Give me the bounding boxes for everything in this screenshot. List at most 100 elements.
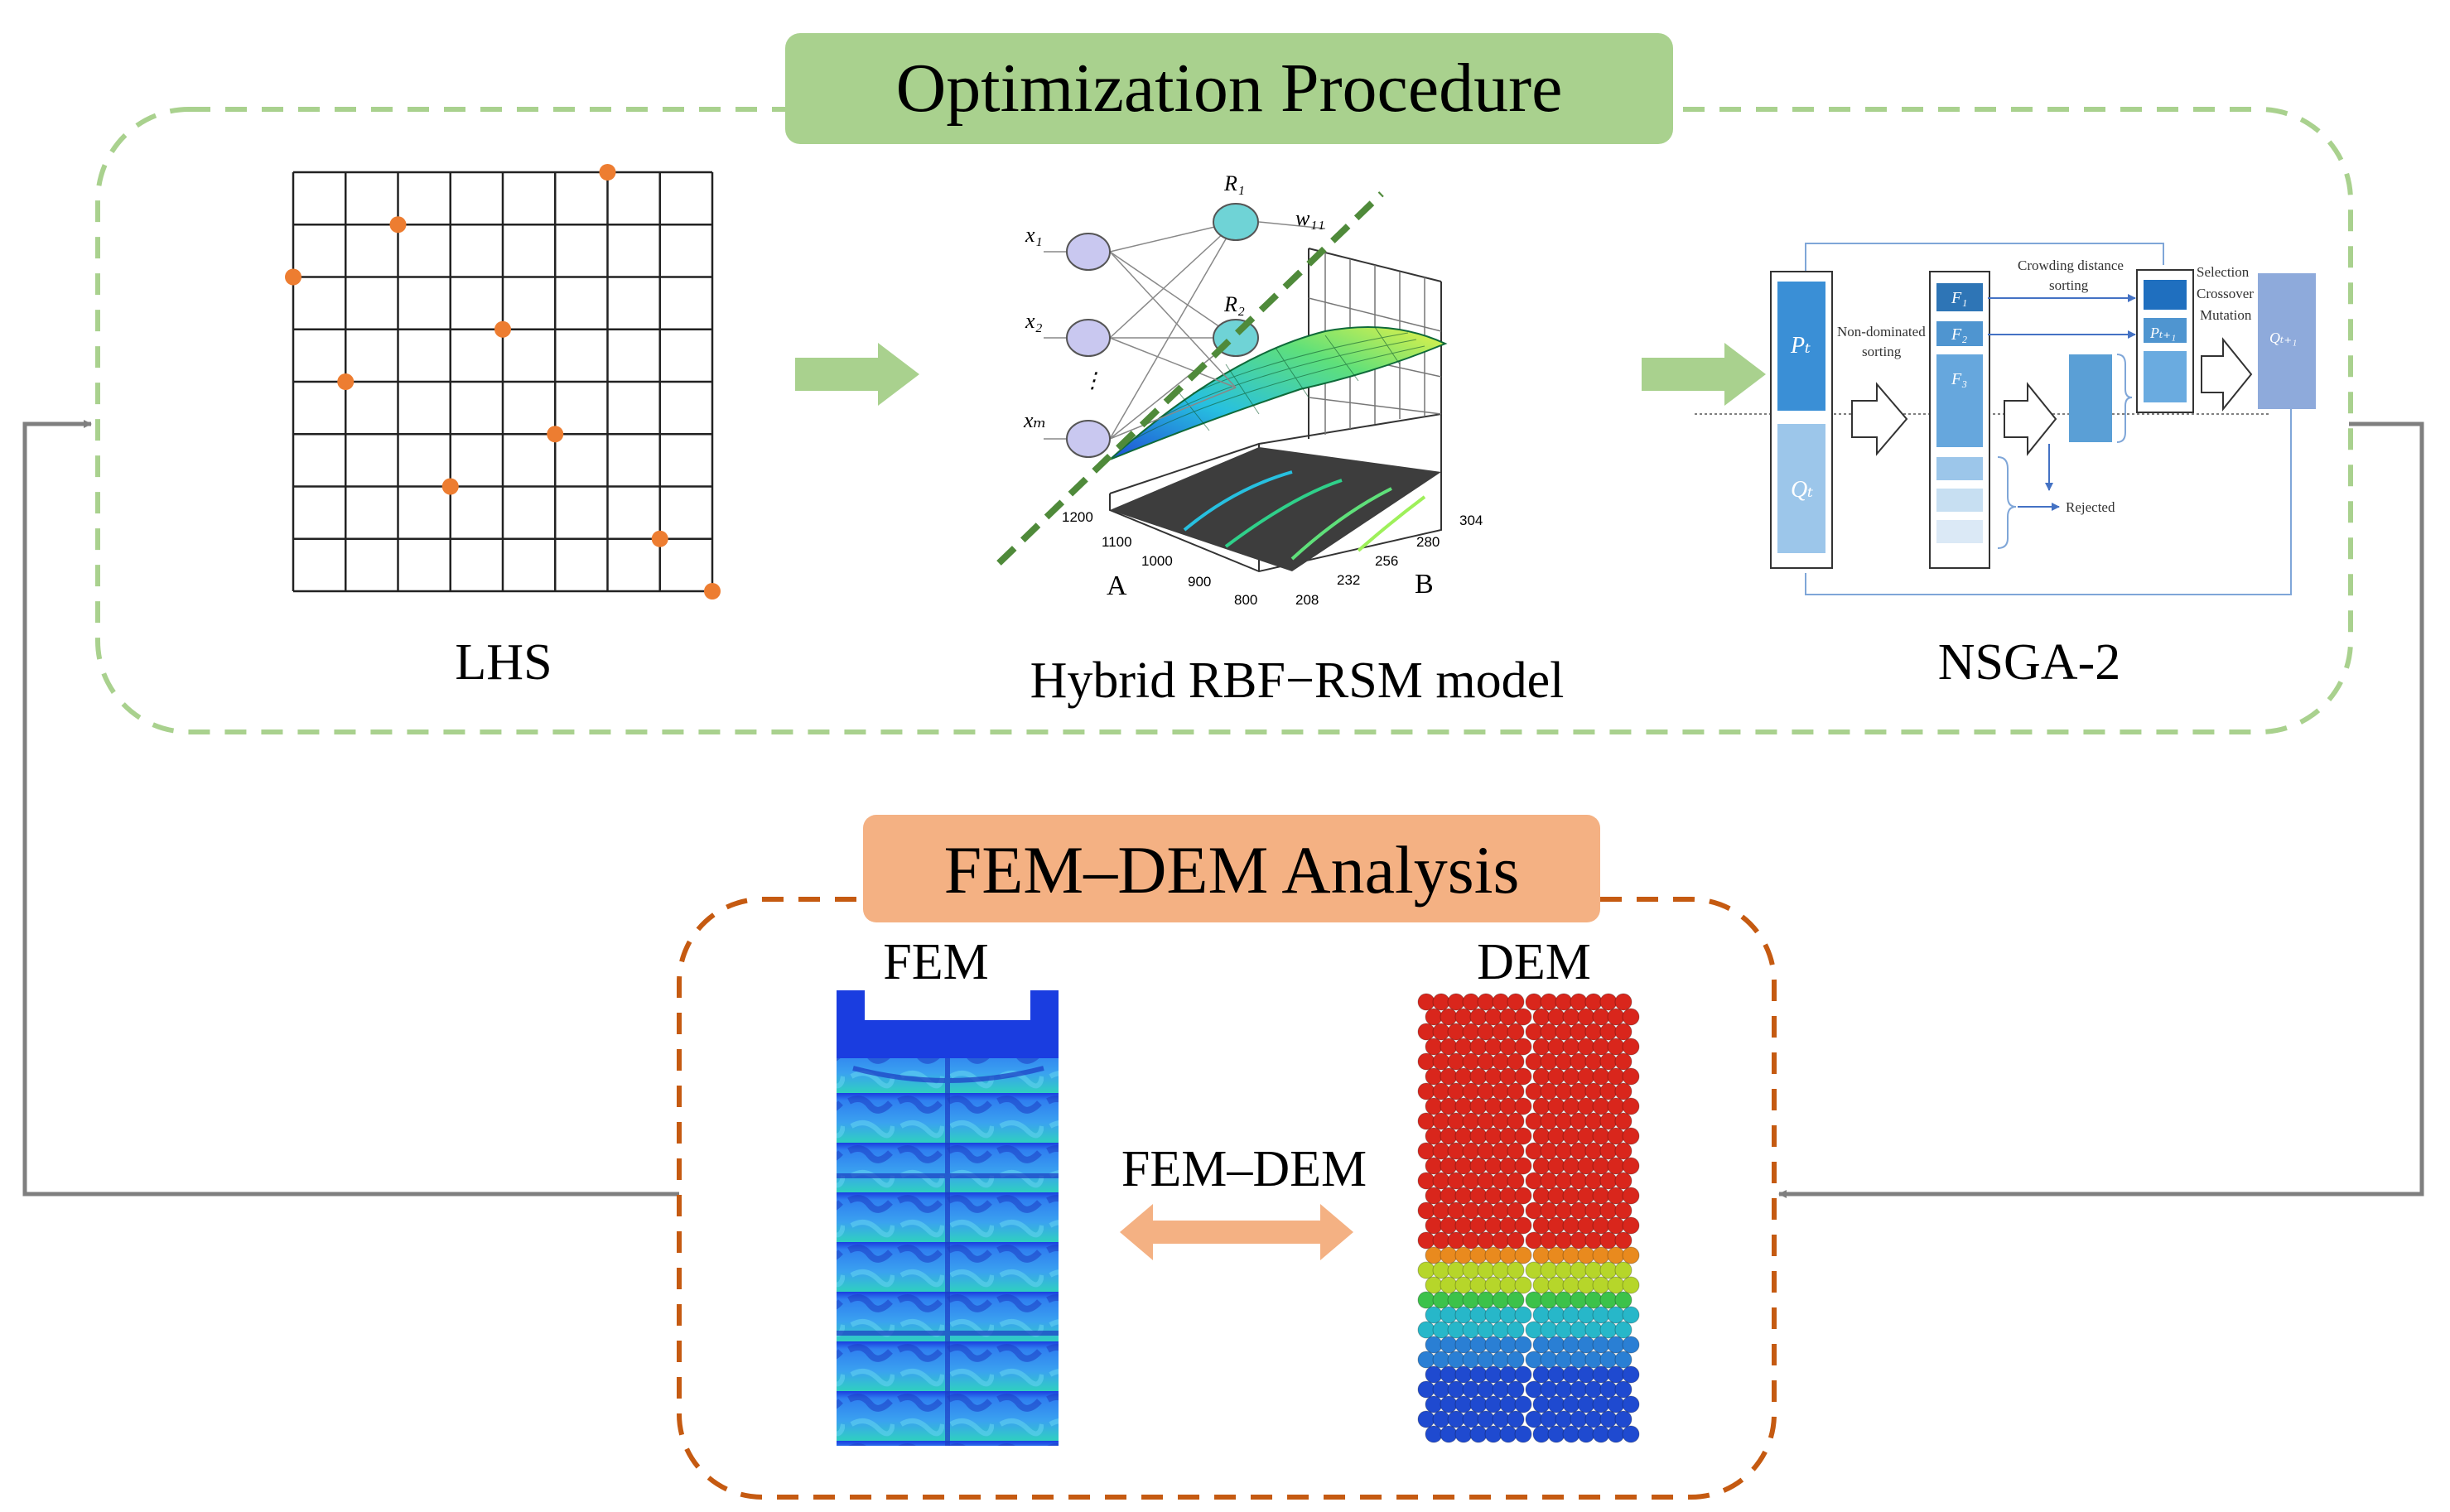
input-label-x2: x₂ xyxy=(1025,309,1043,333)
dem-particle xyxy=(1555,1351,1573,1369)
dem-particle xyxy=(1555,1172,1573,1190)
dem-particle xyxy=(1447,1172,1465,1190)
dem-particle xyxy=(1562,1246,1580,1264)
dem-particle xyxy=(1547,1425,1565,1443)
dem-particle xyxy=(1525,1380,1543,1399)
dem-particle xyxy=(1525,1261,1543,1279)
dem-particle xyxy=(1599,1201,1618,1220)
dem-particle xyxy=(1599,1291,1618,1309)
dem-particle xyxy=(1532,1097,1551,1115)
dem-particle xyxy=(1547,1127,1565,1145)
dem-particle xyxy=(1440,1365,1458,1384)
dem-particle xyxy=(1454,1216,1473,1235)
dem-particle xyxy=(1592,1097,1610,1115)
dem-particle xyxy=(1584,1142,1603,1160)
dem-particle xyxy=(1622,1365,1640,1384)
axis-a-label: A xyxy=(1107,571,1127,601)
dem-particle xyxy=(1584,1082,1603,1100)
dem-particle xyxy=(1555,1291,1573,1309)
front-f4 xyxy=(1936,457,1983,480)
dem-particle xyxy=(1417,1351,1435,1369)
dem-particle xyxy=(1492,1172,1510,1190)
dem-particle xyxy=(1555,1082,1573,1100)
dem-particle xyxy=(1532,1127,1551,1145)
dem-particle xyxy=(1547,1336,1565,1354)
dem-particle xyxy=(1447,1082,1465,1100)
dem-particle xyxy=(1555,1261,1573,1279)
dem-particle xyxy=(1562,1306,1580,1324)
mutation-label: Mutation xyxy=(2200,307,2252,323)
dem-particle xyxy=(1614,993,1633,1011)
dem-particle xyxy=(1425,1216,1443,1235)
dem-particle xyxy=(1462,1380,1480,1399)
dem-particle xyxy=(1454,1067,1473,1086)
dem-particle xyxy=(1417,1201,1435,1220)
dem-particle xyxy=(1440,1336,1458,1354)
dem-particle xyxy=(1622,1425,1640,1443)
dem-particle xyxy=(1577,1187,1595,1205)
dem-particle xyxy=(1440,1425,1458,1443)
dem-particle xyxy=(1607,1365,1625,1384)
dem-particle xyxy=(1540,1201,1558,1220)
dem-particle xyxy=(1514,1425,1532,1443)
dem-particle xyxy=(1622,1127,1640,1145)
dem-particle xyxy=(1432,1380,1450,1399)
dem-particle xyxy=(1555,1380,1573,1399)
dem-particle xyxy=(1525,1023,1543,1041)
hollow-arrow-sort xyxy=(1851,382,1908,456)
dem-particle xyxy=(1614,1321,1633,1339)
flow-arrow-lhs-to-rbf xyxy=(795,343,919,406)
dem-particle xyxy=(1532,1038,1551,1056)
dem-particle xyxy=(1417,1380,1435,1399)
dem-particle xyxy=(1570,1291,1588,1309)
axis-b-tick: 280 xyxy=(1416,534,1440,550)
dem-particle xyxy=(1577,1365,1595,1384)
rsm-response-surface xyxy=(1109,326,1448,460)
hidden-label-r2: R₂ xyxy=(1223,292,1245,316)
dem-particle xyxy=(1417,1321,1435,1339)
axis-b-label: B xyxy=(1415,569,1434,600)
dem-particle xyxy=(1540,1112,1558,1130)
dem-particle xyxy=(1477,1201,1495,1220)
dem-particle xyxy=(1469,1097,1488,1115)
input-node xyxy=(1066,319,1111,357)
dem-particle xyxy=(1440,1187,1458,1205)
dem-particle xyxy=(1584,993,1603,1011)
coupling-label: FEM–DEM xyxy=(1121,1141,1367,1197)
fem-dem-coupling-arrow[interactable] xyxy=(1120,1204,1353,1260)
lhs-sample-point xyxy=(651,530,668,547)
dem-particle xyxy=(1507,1380,1525,1399)
dem-particle xyxy=(1454,1336,1473,1354)
dem-particle xyxy=(1562,1395,1580,1413)
dem-particle xyxy=(1577,1216,1595,1235)
dem-particle xyxy=(1484,1187,1502,1205)
dem-particle xyxy=(1484,1067,1502,1086)
dem-particle xyxy=(1614,1082,1633,1100)
dem-particle xyxy=(1577,1097,1595,1115)
f1-label: F₁ xyxy=(1951,289,1967,307)
lhs-sample-point xyxy=(547,426,564,443)
dem-particle xyxy=(1584,1231,1603,1250)
dem-particle xyxy=(1417,1112,1435,1130)
dem-particle xyxy=(1417,1410,1435,1428)
dem-particle xyxy=(1622,1216,1640,1235)
dem-particle xyxy=(1599,1172,1618,1190)
dem-particle xyxy=(1584,1380,1603,1399)
dem-particle xyxy=(1447,1052,1465,1071)
dem-particle xyxy=(1555,993,1573,1011)
dem-particle xyxy=(1614,1261,1633,1279)
dem-particle xyxy=(1499,1336,1517,1354)
front-f2 xyxy=(1936,321,1983,346)
dem-particle xyxy=(1499,1306,1517,1324)
dem-particle xyxy=(1484,1306,1502,1324)
dem-particle xyxy=(1440,1395,1458,1413)
dem-particle xyxy=(1622,1038,1640,1056)
rbf-label: Hybrid RBF−RSM model xyxy=(1030,652,1565,709)
lhs-label: LHS xyxy=(455,634,552,691)
dem-particle xyxy=(1507,1410,1525,1428)
dem-particle xyxy=(1562,1067,1580,1086)
dem-particle xyxy=(1447,1261,1465,1279)
next-pop-mid xyxy=(2144,318,2187,343)
dem-particle xyxy=(1425,1097,1443,1115)
axis-a-tick: 1100 xyxy=(1102,534,1132,550)
